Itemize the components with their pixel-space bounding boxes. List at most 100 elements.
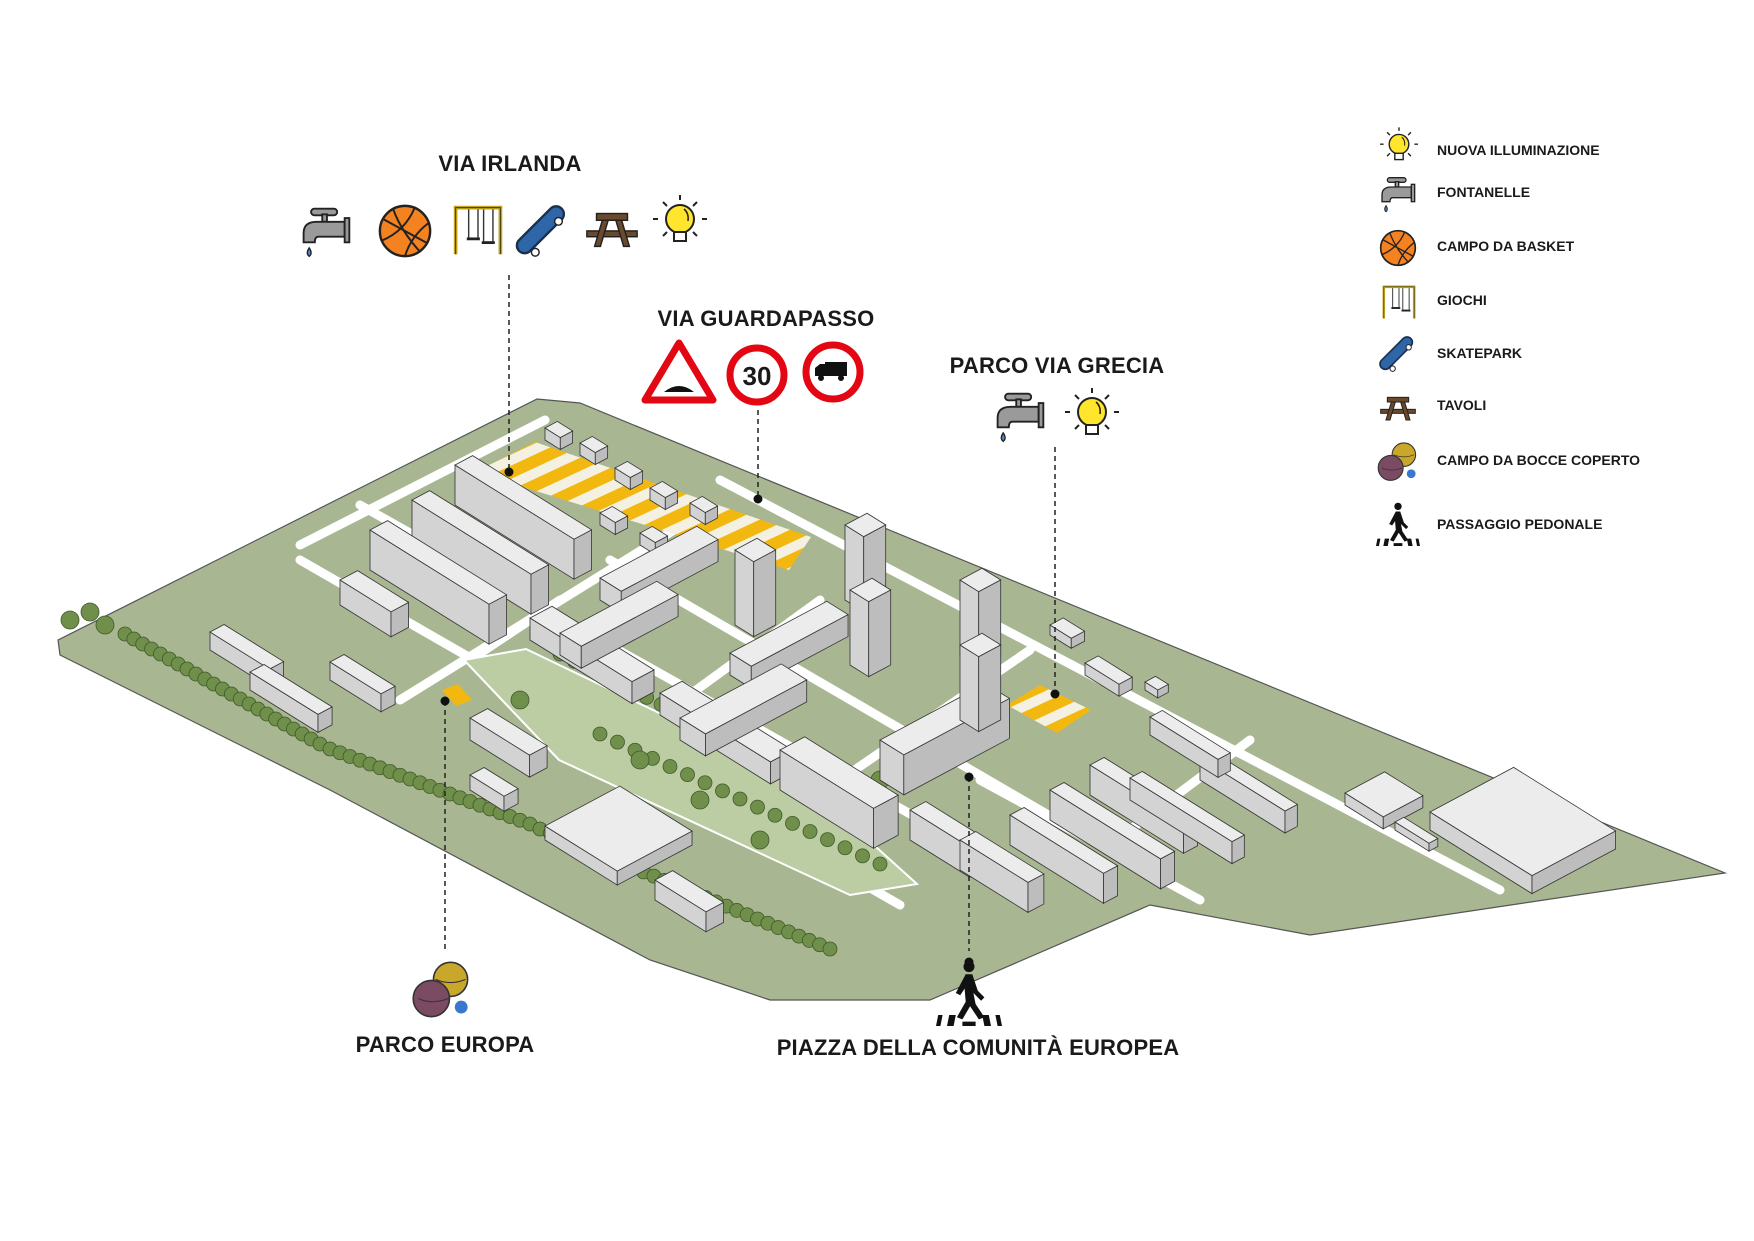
tree xyxy=(697,775,713,791)
building-roof xyxy=(454,455,593,540)
legend-label: TAVOLI xyxy=(1437,397,1486,413)
building xyxy=(1149,709,1232,779)
building xyxy=(614,460,644,491)
swing-icon xyxy=(1382,285,1416,320)
building xyxy=(544,785,693,886)
building xyxy=(544,420,574,451)
lightbulb-icon xyxy=(1064,387,1120,435)
building xyxy=(1394,816,1439,852)
building-roof xyxy=(679,663,808,735)
building-roof xyxy=(469,708,548,756)
building-roof xyxy=(1009,807,1119,874)
tree xyxy=(767,807,783,823)
legend-label: FONTANELLE xyxy=(1437,184,1530,200)
tree xyxy=(785,815,800,831)
lightbulb-icon xyxy=(652,194,708,242)
building-roof xyxy=(329,654,396,695)
tree xyxy=(630,750,650,770)
parco-europa-intervention-area xyxy=(442,684,472,706)
building xyxy=(599,505,629,536)
via-irlanda-callout: VIA IRLANDA xyxy=(302,151,708,258)
building xyxy=(849,577,892,678)
building-roof xyxy=(599,525,719,592)
building-roof xyxy=(959,632,1002,658)
legend-label: PASSAGGIO PEDONALE xyxy=(1437,516,1602,532)
building xyxy=(329,654,396,713)
building-roof xyxy=(249,664,333,715)
legend: NUOVA ILLUMINAZIONE FONTANELLE CAMPO DA … xyxy=(1376,126,1640,546)
building-roof xyxy=(209,624,285,670)
tap-icon xyxy=(302,207,351,258)
building xyxy=(1084,655,1133,697)
tree xyxy=(80,602,100,622)
building-roof xyxy=(1394,816,1439,844)
tree xyxy=(855,848,870,864)
building xyxy=(1009,807,1119,905)
building-roof xyxy=(959,567,1002,593)
building-roof xyxy=(1144,675,1170,691)
building-facade xyxy=(734,549,755,638)
basketball-icon xyxy=(1379,229,1417,267)
legend-item-tables: TAVOLI xyxy=(1380,396,1486,421)
tree xyxy=(820,832,835,848)
piazza-title: PIAZZA DELLA COMUNITÀ EUROPEA xyxy=(777,1035,1180,1060)
building-roof xyxy=(1344,771,1424,818)
picnic-table-icon xyxy=(586,212,638,248)
building-roof xyxy=(579,435,609,454)
building xyxy=(1129,770,1246,865)
building xyxy=(249,664,333,734)
tree xyxy=(690,790,710,810)
building-roof xyxy=(1049,617,1086,639)
building-roof xyxy=(959,831,1045,883)
basketball-icon xyxy=(378,204,432,258)
building-roof xyxy=(1149,709,1232,760)
building-facade xyxy=(868,589,892,678)
tree xyxy=(662,759,678,774)
parco-europa-callout: PARCO EUROPA xyxy=(356,961,534,1057)
tree xyxy=(837,840,853,856)
tree xyxy=(95,615,115,635)
building-roof xyxy=(369,520,508,605)
building xyxy=(689,495,719,526)
building xyxy=(1429,766,1617,895)
bocce-icon xyxy=(412,961,469,1018)
tree xyxy=(872,856,888,872)
building xyxy=(469,708,548,778)
axonometric-map xyxy=(57,398,1728,1001)
skateboard-icon xyxy=(1378,334,1416,373)
speed-bump-sign-icon xyxy=(641,339,717,404)
piazza-callout: PIAZZA DELLA COMUNITÀ EUROPEA xyxy=(777,961,1180,1060)
building-facade xyxy=(978,644,1002,733)
tree xyxy=(802,824,818,839)
bocce-icon xyxy=(1377,442,1417,481)
legend-item-games: GIOCHI xyxy=(1382,285,1487,320)
tree xyxy=(610,734,625,750)
building-roof xyxy=(649,480,679,499)
building-roof xyxy=(849,577,892,603)
building-roof xyxy=(544,785,693,872)
lightbulb-icon xyxy=(1379,126,1419,161)
building xyxy=(559,580,679,669)
pedestrian-crossing-icon xyxy=(1376,502,1420,546)
building xyxy=(959,632,1002,733)
legend-label: GIOCHI xyxy=(1437,292,1487,308)
building xyxy=(339,570,410,638)
via-guardapasso-title: VIA GUARDAPASSO xyxy=(658,306,875,331)
building-roof xyxy=(689,495,719,514)
via-grecia-intervention-area xyxy=(1007,685,1091,733)
building xyxy=(679,663,808,757)
building xyxy=(1049,782,1176,890)
picnic-table-icon xyxy=(1380,396,1416,421)
building-facade xyxy=(849,589,870,678)
building xyxy=(1144,675,1170,699)
buildings xyxy=(209,420,1617,933)
building xyxy=(579,435,609,466)
via-irlanda-title: VIA IRLANDA xyxy=(438,151,581,176)
building-roof xyxy=(469,767,519,797)
building-roof xyxy=(339,570,410,613)
legend-label: CAMPO DA BOCCE COPERTO xyxy=(1437,452,1640,468)
legend-item-fountains: FONTANELLE xyxy=(1381,176,1530,213)
tap-icon xyxy=(1381,176,1416,213)
tree xyxy=(592,726,608,742)
